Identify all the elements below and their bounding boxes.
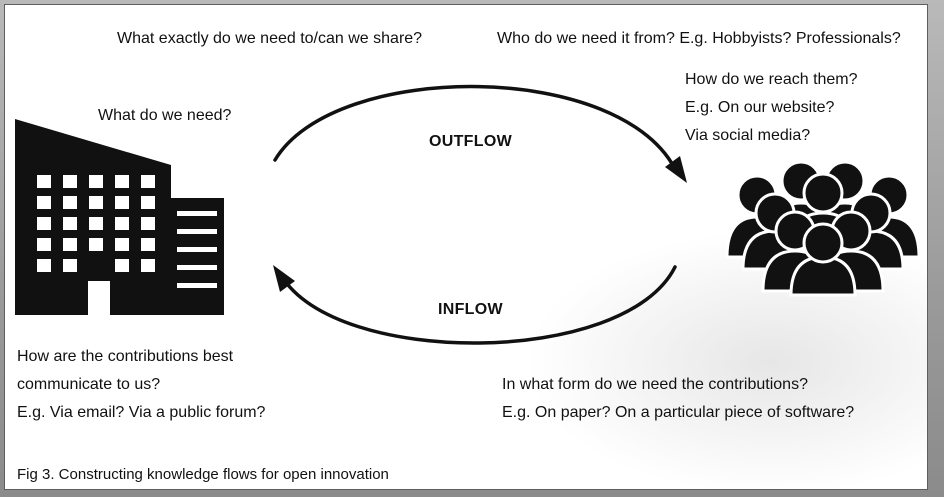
outflow-arrowhead — [665, 156, 687, 183]
outflow-arrow — [273, 84, 679, 175]
need-question: What do we need? — [98, 107, 232, 124]
outflow-label: OUTFLOW — [429, 133, 512, 150]
inflow-label: INFLOW — [438, 301, 503, 318]
crowd-icon — [725, 160, 921, 297]
reach-question-line-3: Via social media? — [685, 127, 811, 144]
contributions-question-line-3: E.g. Via email? Via a public forum? — [17, 404, 266, 421]
form-question-line-1: In what form do we need the contribution… — [502, 376, 808, 393]
who-question: Who do we need it from? E.g. Hobbyists? … — [497, 30, 901, 47]
share-question: What exactly do we need to/can we share? — [117, 30, 423, 47]
reach-question-line-1: How do we reach them? — [685, 71, 858, 88]
flow-diagram — [15, 84, 921, 345]
form-question-line-2: E.g. On paper? On a particular piece of … — [502, 404, 855, 421]
contributions-question-line-1: How are the contributions best — [17, 348, 234, 365]
inflow-arrowhead — [273, 265, 295, 292]
contributions-question-line-2: communicate to us? — [17, 376, 161, 393]
reach-question-line-2: E.g. On our website? — [685, 99, 835, 116]
figure-panel: What exactly do we need to/can we share?… — [4, 4, 928, 490]
inflow-arrow — [279, 265, 677, 345]
building-icon — [15, 119, 224, 315]
figure-caption: Fig 3. Constructing knowledge flows for … — [17, 466, 389, 483]
